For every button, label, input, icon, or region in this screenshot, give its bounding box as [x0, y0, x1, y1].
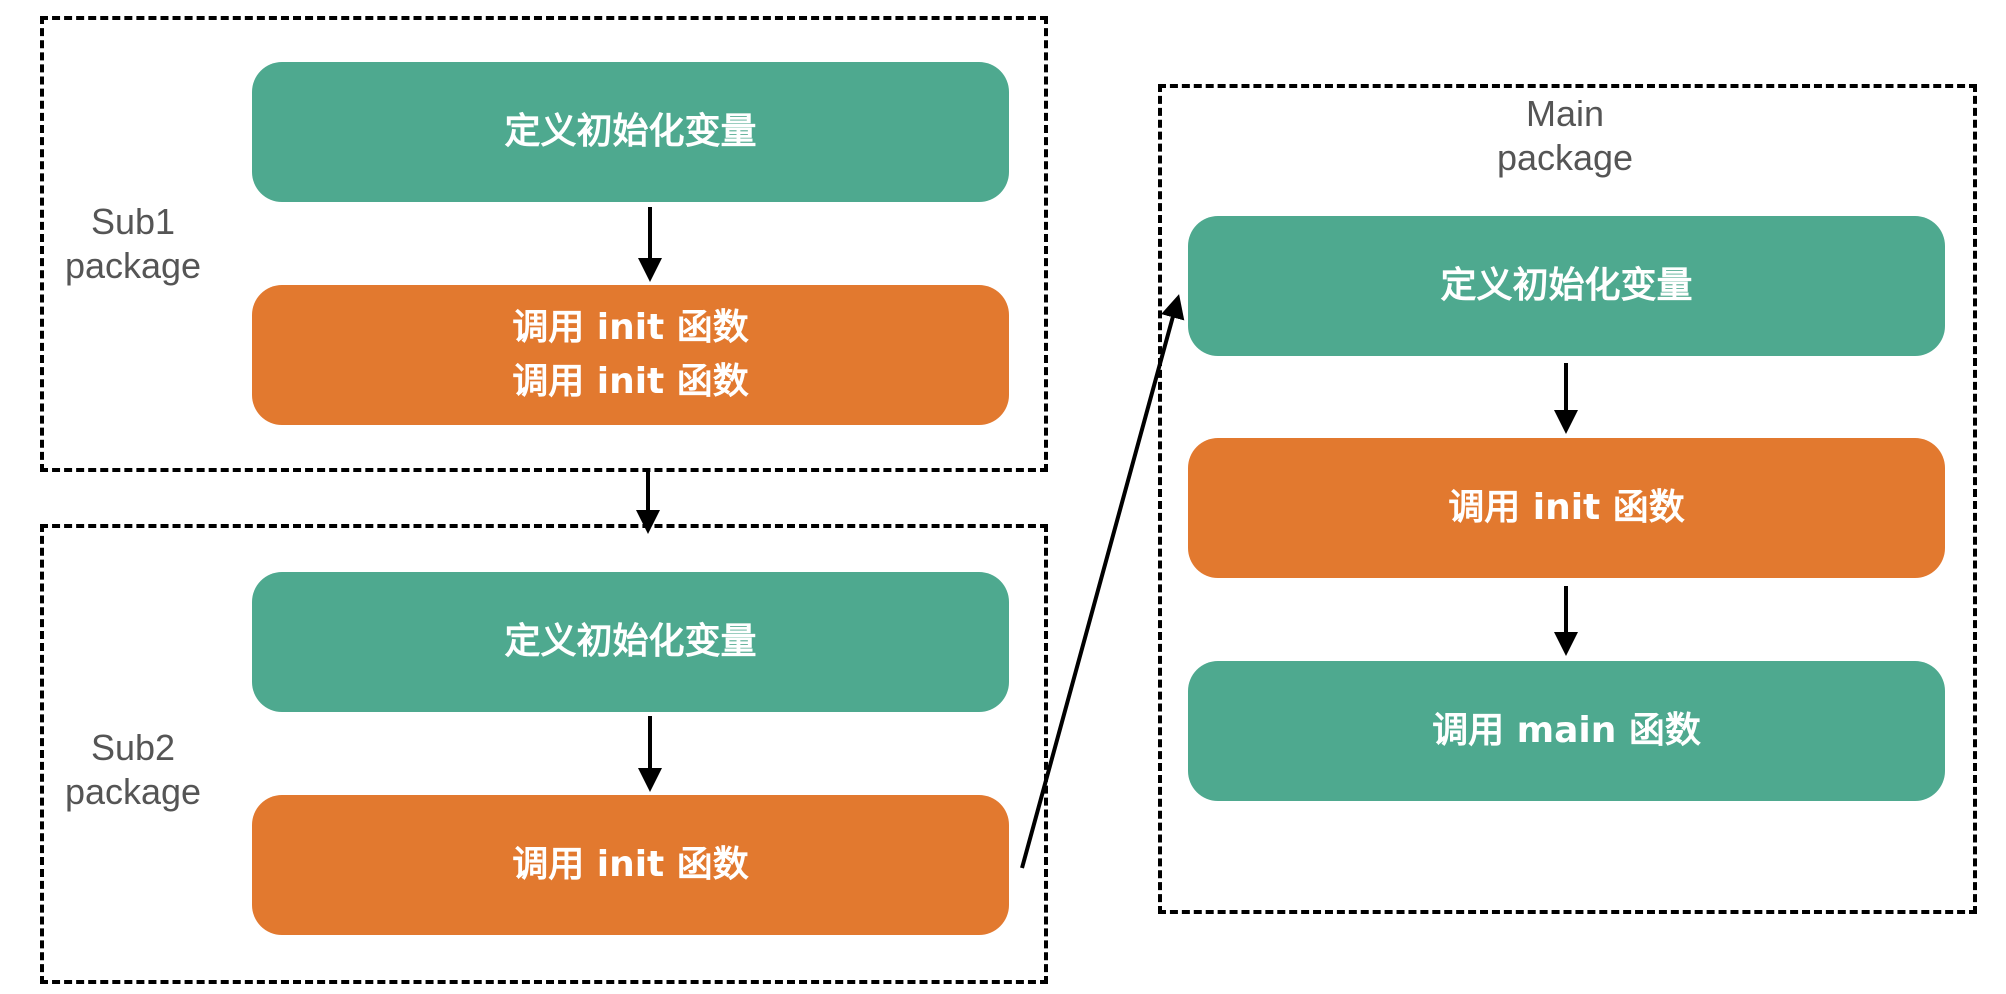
sub2-call-init-node: 调用 init 函数: [252, 795, 1009, 935]
sub2-define-variables-text: 定义初始化变量: [504, 621, 757, 662]
sub2-call-init-text: 调用 init 函数: [512, 844, 749, 885]
sub1-label-line2: package: [64, 245, 202, 286]
main-package-label: Main package: [1470, 92, 1660, 180]
arrow-sub2-to-main: [1020, 294, 1185, 869]
sub2-package-label: Sub2 package: [48, 726, 218, 814]
main-package-container: [1158, 84, 1977, 914]
sub1-call-init-node: 调用 init 函数 调用 init 函数: [252, 285, 1009, 425]
main-call-init-text: 调用 init 函数: [1448, 487, 1685, 528]
main-label-line2: package: [1496, 137, 1634, 178]
main-call-main-node: 调用 main 函数: [1188, 661, 1945, 801]
sub2-define-variables-node: 定义初始化变量: [252, 572, 1009, 712]
sub1-call-init-text-1: 调用 init 函数: [512, 307, 749, 348]
sub2-label-line1: Sub2: [90, 727, 176, 768]
main-label-line1: Main: [1525, 93, 1605, 134]
sub1-package-container: [40, 16, 1048, 472]
sub1-define-variables-text: 定义初始化变量: [504, 111, 757, 152]
sub1-call-init-text-2: 调用 init 函数: [512, 361, 749, 402]
sub2-package-container: [40, 524, 1048, 984]
sub1-label-line1: Sub1: [90, 201, 176, 242]
sub1-define-variables-node: 定义初始化变量: [252, 62, 1009, 202]
sub2-label-line2: package: [64, 771, 202, 812]
main-call-init-node: 调用 init 函数: [1188, 438, 1945, 578]
main-define-variables-text: 定义初始化变量: [1440, 265, 1693, 306]
sub1-package-label: Sub1 package: [48, 200, 218, 288]
main-define-variables-node: 定义初始化变量: [1188, 216, 1945, 356]
main-call-main-text: 调用 main 函数: [1432, 710, 1701, 751]
